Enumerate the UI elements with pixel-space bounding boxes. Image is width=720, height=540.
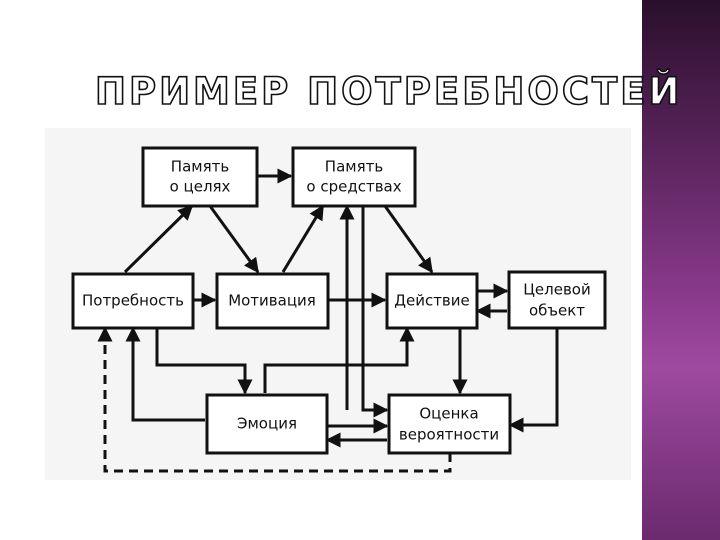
node-probability-line1: Оценка	[419, 405, 478, 423]
node-memory-goals-line1: Память	[171, 158, 229, 176]
node-probability: Оценка вероятности	[387, 393, 512, 455]
diagram-area: Память о целях Память о средствах Потреб…	[45, 128, 631, 480]
node-motivation-label: Мотивация	[228, 292, 316, 310]
node-need: Потребность	[71, 272, 195, 330]
slide-title: ПРИМЕР ПОТРЕБНОСТЕЙ	[94, 69, 683, 114]
node-target-object-line2: объект	[529, 302, 585, 320]
node-memory-goals-line2: о целях	[170, 178, 231, 196]
node-memory-means-line2: о средствах	[306, 178, 401, 196]
node-emotion-label: Эмоция	[237, 415, 297, 433]
node-memory-means-line1: Память	[325, 158, 383, 176]
node-action: Действие	[385, 272, 479, 330]
edge-motivation-to-emotion	[155, 328, 253, 395]
edge-need-to-memory-goals	[123, 204, 194, 274]
node-target-object: Целевой объект	[507, 270, 607, 330]
needs-diagram: Память о целях Память о средствах Потреб…	[71, 146, 607, 473]
edge-memory-goals-to-motivation	[208, 205, 260, 274]
node-probability-line2: вероятности	[399, 426, 499, 444]
edge-probability-to-need-dashed	[97, 326, 452, 473]
edge-memory-means-to-action	[383, 205, 434, 274]
edge-emotion-to-need	[125, 326, 205, 422]
diagram-edges	[97, 168, 559, 473]
edge-target-object-to-probability	[508, 328, 559, 433]
node-memory-goals: Память о целях	[141, 146, 259, 208]
node-target-object-line1: Целевой	[523, 281, 590, 299]
edge-motivation-to-memory-means	[281, 204, 325, 273]
node-need-label: Потребность	[82, 292, 184, 310]
node-memory-means: Память о средствах	[291, 146, 417, 208]
node-motivation: Мотивация	[215, 272, 330, 330]
node-action-label: Действие	[394, 292, 470, 310]
edge-memory-means-to-probability	[361, 206, 389, 418]
node-emotion: Эмоция	[205, 393, 329, 455]
edge-emotion-to-action	[263, 326, 415, 393]
decorative-side-bar	[642, 0, 720, 540]
